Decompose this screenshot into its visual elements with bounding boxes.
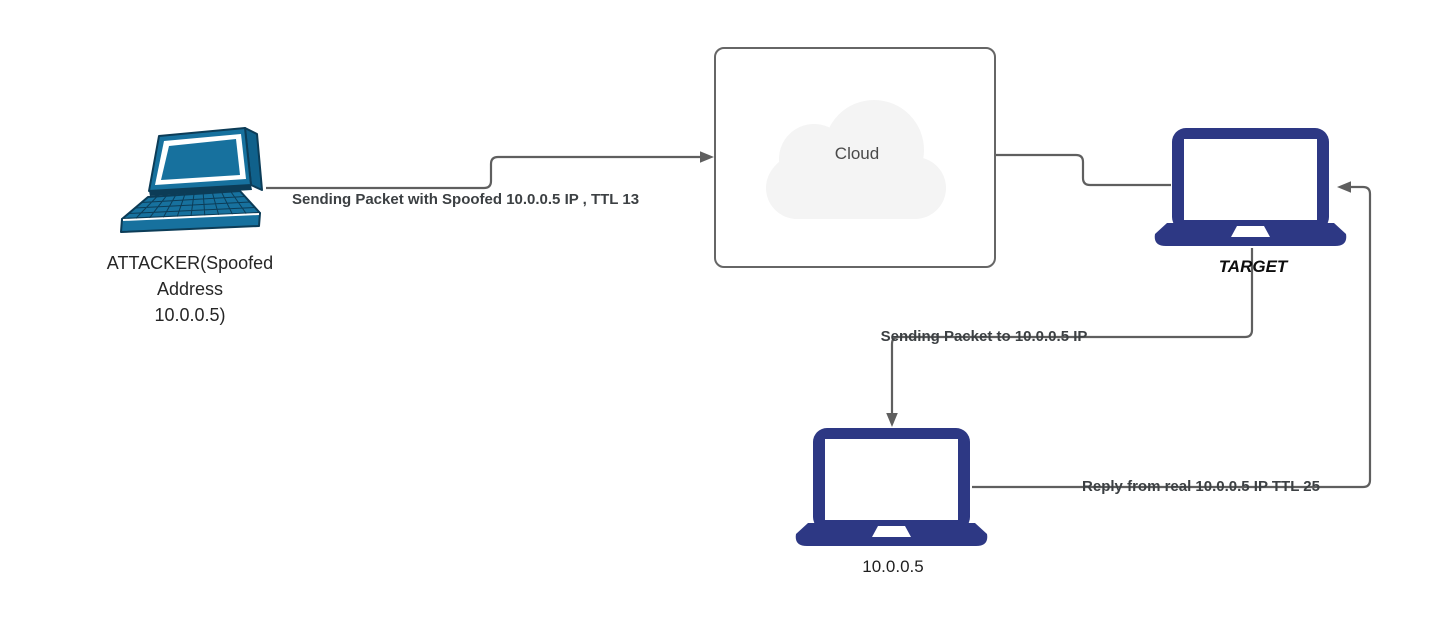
real-host-laptop-icon xyxy=(795,428,988,546)
target-label: TARGET xyxy=(1218,257,1288,276)
edge-cloud-to-target xyxy=(996,153,1171,187)
cloud-icon xyxy=(766,100,946,219)
attacker-label-line1: ATTACKER(Spoofed xyxy=(106,253,274,273)
arrowhead-into-host xyxy=(886,413,898,427)
arrowhead-into-target xyxy=(1337,181,1351,193)
attacker-label-line2: Address xyxy=(156,279,224,299)
real-host-label: 10.0.0.5 xyxy=(862,557,924,576)
attacker-laptop-icon xyxy=(120,127,263,233)
cloud-label: Cloud xyxy=(834,144,880,163)
attacker-label-line3: 10.0.0.5) xyxy=(154,305,226,325)
edge-label-target-to-host: Sending Packet to 10.0.0.5 IP xyxy=(880,328,1088,345)
attacker-label: ATTACKER(Spoofed Address 10.0.0.5) xyxy=(107,250,273,328)
target-laptop-icon xyxy=(1154,128,1347,246)
edge-label-attacker-to-cloud: Sending Packet with Spoofed 10.0.0.5 IP … xyxy=(292,191,640,208)
edge-host-to-target xyxy=(972,185,1372,489)
edge-attacker-to-cloud xyxy=(266,155,700,190)
arrowhead-into-cloud xyxy=(700,151,714,163)
edge-target-to-host xyxy=(890,248,1254,413)
edge-label-host-to-target: Reply from real 10.0.0.5 IP TTL 25 xyxy=(1082,478,1320,495)
